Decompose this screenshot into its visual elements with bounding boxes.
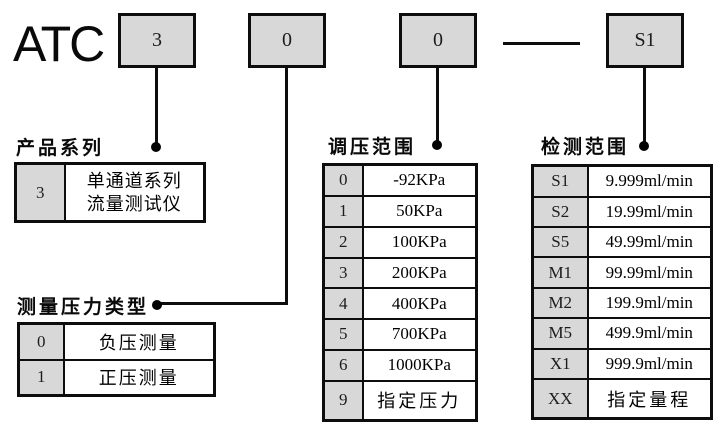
desc-cell: 49.99ml/min bbox=[586, 225, 713, 259]
code-cell: S2 bbox=[531, 195, 589, 229]
code-cell: XX bbox=[531, 378, 589, 420]
desc-cell: 999.9ml/min bbox=[586, 347, 713, 381]
model-prefix: ATC bbox=[13, 16, 105, 72]
table-row: 5 700KPa bbox=[322, 318, 478, 351]
connector-line-pressure-vertical bbox=[285, 68, 288, 305]
code-cell: 0 bbox=[322, 163, 364, 197]
code-cell: 1 bbox=[322, 194, 364, 228]
code-cell: X1 bbox=[531, 347, 589, 381]
connector-dot-regulation bbox=[432, 140, 442, 150]
table-row: 1 正压测量 bbox=[17, 358, 216, 397]
code-box-pressure-type: 0 bbox=[248, 13, 326, 68]
connector-dot-pressure bbox=[152, 300, 162, 310]
table-row: 3 200KPa bbox=[322, 256, 478, 290]
code-cell: 4 bbox=[322, 287, 364, 321]
label-product-series: 产品系列 bbox=[16, 138, 105, 159]
desc-cell: 负压测量 bbox=[62, 322, 216, 361]
code-cell: M1 bbox=[531, 256, 589, 289]
desc-cell: 19.99ml/min bbox=[586, 195, 713, 229]
table-row: M1 99.99ml/min bbox=[531, 256, 713, 289]
desc-cell: 100KPa bbox=[361, 225, 478, 259]
code-box-regulation-range: 0 bbox=[399, 13, 477, 68]
table-row: 6 1000KPa bbox=[322, 348, 478, 382]
desc-cell: 单通道系列 流量测试仪 bbox=[63, 162, 206, 223]
table-row: S1 9.999ml/min bbox=[531, 164, 713, 198]
code-box-series: 3 bbox=[118, 13, 196, 68]
code-cell: M2 bbox=[531, 286, 589, 320]
product-series-table: 3 单通道系列 流量测试仪 bbox=[14, 162, 206, 223]
connector-line-pressure-horizontal bbox=[161, 302, 288, 305]
desc-line-2: 流量测试仪 bbox=[86, 193, 182, 214]
desc-line-1: 单通道系列 bbox=[86, 170, 182, 191]
detection-range-table: S1 9.999ml/min S2 19.99ml/min S5 49.99ml… bbox=[531, 164, 713, 420]
table-row: 4 400KPa bbox=[322, 287, 478, 321]
regulation-range-table: 0 -92KPa 1 50KPa 2 100KPa 3 200KPa 4 400… bbox=[322, 163, 478, 422]
table-row: 9 指定压力 bbox=[322, 379, 478, 422]
connector-line-regulation bbox=[436, 68, 439, 143]
desc-cell: 50KPa bbox=[361, 194, 478, 228]
code-cell: 6 bbox=[322, 348, 364, 382]
code-box-detection-range: S1 bbox=[606, 13, 684, 68]
table-row: 2 100KPa bbox=[322, 225, 478, 259]
code-cell: 2 bbox=[322, 225, 364, 259]
table-row: M2 199.9ml/min bbox=[531, 286, 713, 320]
table-row: XX 指定量程 bbox=[531, 378, 713, 420]
table-row: M5 499.9ml/min bbox=[531, 317, 713, 350]
desc-cell: 正压测量 bbox=[62, 358, 216, 397]
connector-dot-detection bbox=[639, 141, 649, 151]
connector-dot-series bbox=[151, 142, 161, 152]
label-detection-range: 检测范围 bbox=[541, 137, 630, 158]
code-cell: S1 bbox=[531, 164, 589, 198]
code-cell: 9 bbox=[322, 379, 364, 422]
table-row: 0 -92KPa bbox=[322, 163, 478, 197]
code-cell: 1 bbox=[17, 358, 65, 397]
code-cell: 3 bbox=[14, 162, 66, 223]
desc-cell: 400KPa bbox=[361, 287, 478, 321]
code-cell: M5 bbox=[531, 317, 589, 350]
table-row: X1 999.9ml/min bbox=[531, 347, 713, 381]
desc-cell: 1000KPa bbox=[361, 348, 478, 382]
table-row: 1 50KPa bbox=[322, 194, 478, 228]
connector-line-detection bbox=[643, 68, 646, 144]
pressure-type-table: 0 负压测量 1 正压测量 bbox=[17, 322, 216, 397]
desc-cell: 199.9ml/min bbox=[586, 286, 713, 320]
desc-cell: 9.999ml/min bbox=[586, 164, 713, 198]
desc-cell: 499.9ml/min bbox=[586, 317, 713, 350]
code-cell: S5 bbox=[531, 225, 589, 259]
desc-cell: 99.99ml/min bbox=[586, 256, 713, 289]
table-row: S2 19.99ml/min bbox=[531, 195, 713, 229]
code-cell: 5 bbox=[322, 318, 364, 351]
code-cell: 0 bbox=[17, 322, 65, 361]
desc-cell: 指定量程 bbox=[586, 378, 713, 420]
table-row: S5 49.99ml/min bbox=[531, 225, 713, 259]
table-row: 0 负压测量 bbox=[17, 322, 216, 361]
desc-cell: 200KPa bbox=[361, 256, 478, 290]
connector-line-series bbox=[155, 68, 158, 145]
desc-cell: 指定压力 bbox=[361, 379, 478, 422]
table-row: 3 单通道系列 流量测试仪 bbox=[14, 162, 206, 223]
desc-cell: 700KPa bbox=[361, 318, 478, 351]
label-regulation-range: 调压范围 bbox=[328, 137, 417, 158]
desc-cell: -92KPa bbox=[361, 163, 478, 197]
code-cell: 3 bbox=[322, 256, 364, 290]
separator-dash bbox=[503, 42, 580, 45]
label-pressure-type: 测量压力类型 bbox=[17, 297, 150, 318]
